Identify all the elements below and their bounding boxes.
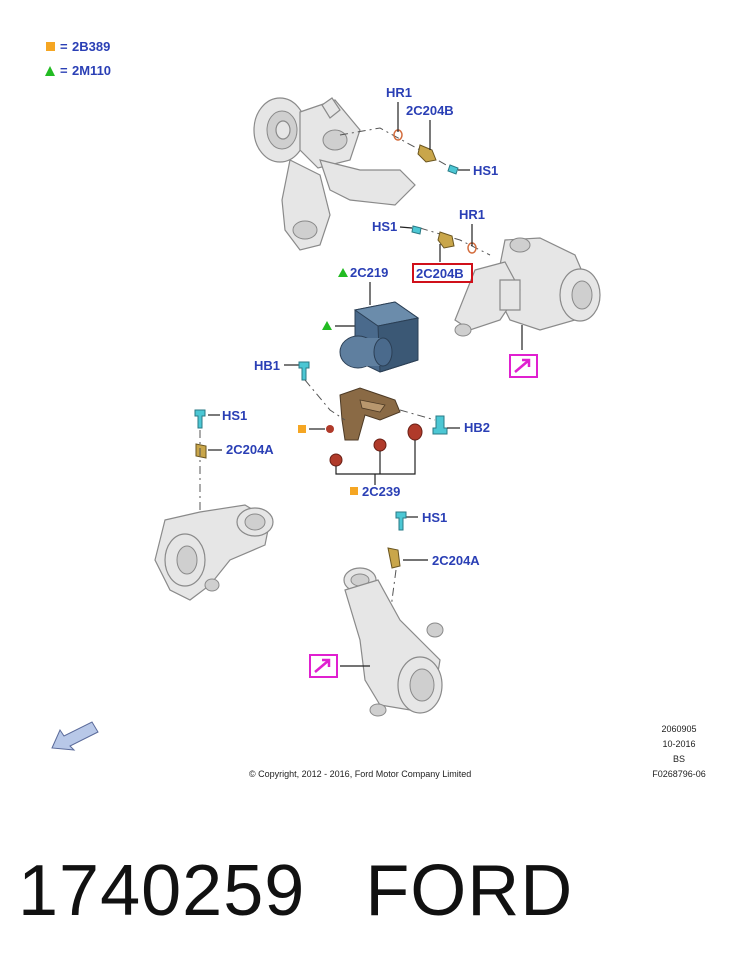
part-number-banner: 1740259 FORD xyxy=(18,850,573,932)
front-knuckle-lower-illustration xyxy=(343,567,444,717)
grommet xyxy=(407,423,423,441)
callout-hs1-lower: HS1 xyxy=(422,510,447,525)
triangle-marker-icon xyxy=(322,321,332,330)
copyright-text: © Copyright, 2012 - 2016, Ford Motor Com… xyxy=(249,769,471,779)
grommet xyxy=(373,438,387,452)
wheel-speed-sensor xyxy=(417,144,437,163)
brand-name: FORD xyxy=(365,851,574,931)
callout-hr1-right: HR1 xyxy=(459,207,485,222)
callout-hs1-top: HS1 xyxy=(473,163,498,178)
legend-square-icon xyxy=(46,42,55,51)
callout-2c204b-boxed: 2C204B xyxy=(416,266,464,281)
triangle-marker-icon xyxy=(338,268,348,277)
legend-2-eq: = xyxy=(60,63,68,78)
abs-bracket-illustration xyxy=(339,387,401,441)
footer-code-2: 10-2016 xyxy=(662,739,695,749)
grommet xyxy=(326,425,334,433)
wheel-speed-sensor-right xyxy=(437,231,455,249)
callout-hs1-left: HS1 xyxy=(222,408,247,423)
footer-code-4: F0268796-06 xyxy=(652,769,706,779)
wheel-speed-sensor-left xyxy=(195,443,207,459)
bolt-hs1-right xyxy=(411,225,422,235)
bolt-hb2 xyxy=(432,415,448,435)
square-marker-icon xyxy=(298,425,306,433)
legend-1-text: 2B389 xyxy=(72,39,110,54)
callout-2c239: 2C239 xyxy=(362,484,400,499)
legend-2-text: 2M110 xyxy=(72,63,111,78)
rear-knuckle-left-illustration xyxy=(154,504,274,601)
footer-code-1: 2060905 xyxy=(661,724,696,734)
legend-triangle-icon xyxy=(45,66,55,76)
abs-module-illustration xyxy=(339,301,420,373)
callout-hr1-top: HR1 xyxy=(386,85,412,100)
callout-hb1: HB1 xyxy=(254,358,280,373)
callout-2c204b-top: 2C204B xyxy=(406,103,454,118)
part-number: 1740259 xyxy=(18,851,306,931)
callout-2c219: 2C219 xyxy=(350,265,388,280)
square-marker-icon xyxy=(350,487,358,495)
wheel-speed-sensor-lower xyxy=(387,547,401,569)
legend-1-eq: = xyxy=(60,39,68,54)
callout-2c204a-left: 2C204A xyxy=(226,442,274,457)
front-direction-arrow-icon xyxy=(51,721,99,751)
grommet xyxy=(329,453,343,467)
highlight-box-2c204b xyxy=(412,263,473,283)
bolt-hs1-left xyxy=(194,409,206,429)
bolt-hs1 xyxy=(447,164,459,175)
view-marker-icon xyxy=(509,354,538,378)
rear-knuckle-right-illustration xyxy=(454,237,601,337)
bolt-hs1-lower xyxy=(395,511,407,531)
view-marker-icon xyxy=(309,654,338,678)
callout-hs1-right-upper: HS1 xyxy=(372,219,397,234)
bolt-hb1 xyxy=(298,361,310,381)
callout-2c204a-lower: 2C204A xyxy=(432,553,480,568)
callout-hb2: HB2 xyxy=(464,420,490,435)
footer-code-3: BS xyxy=(673,754,685,764)
